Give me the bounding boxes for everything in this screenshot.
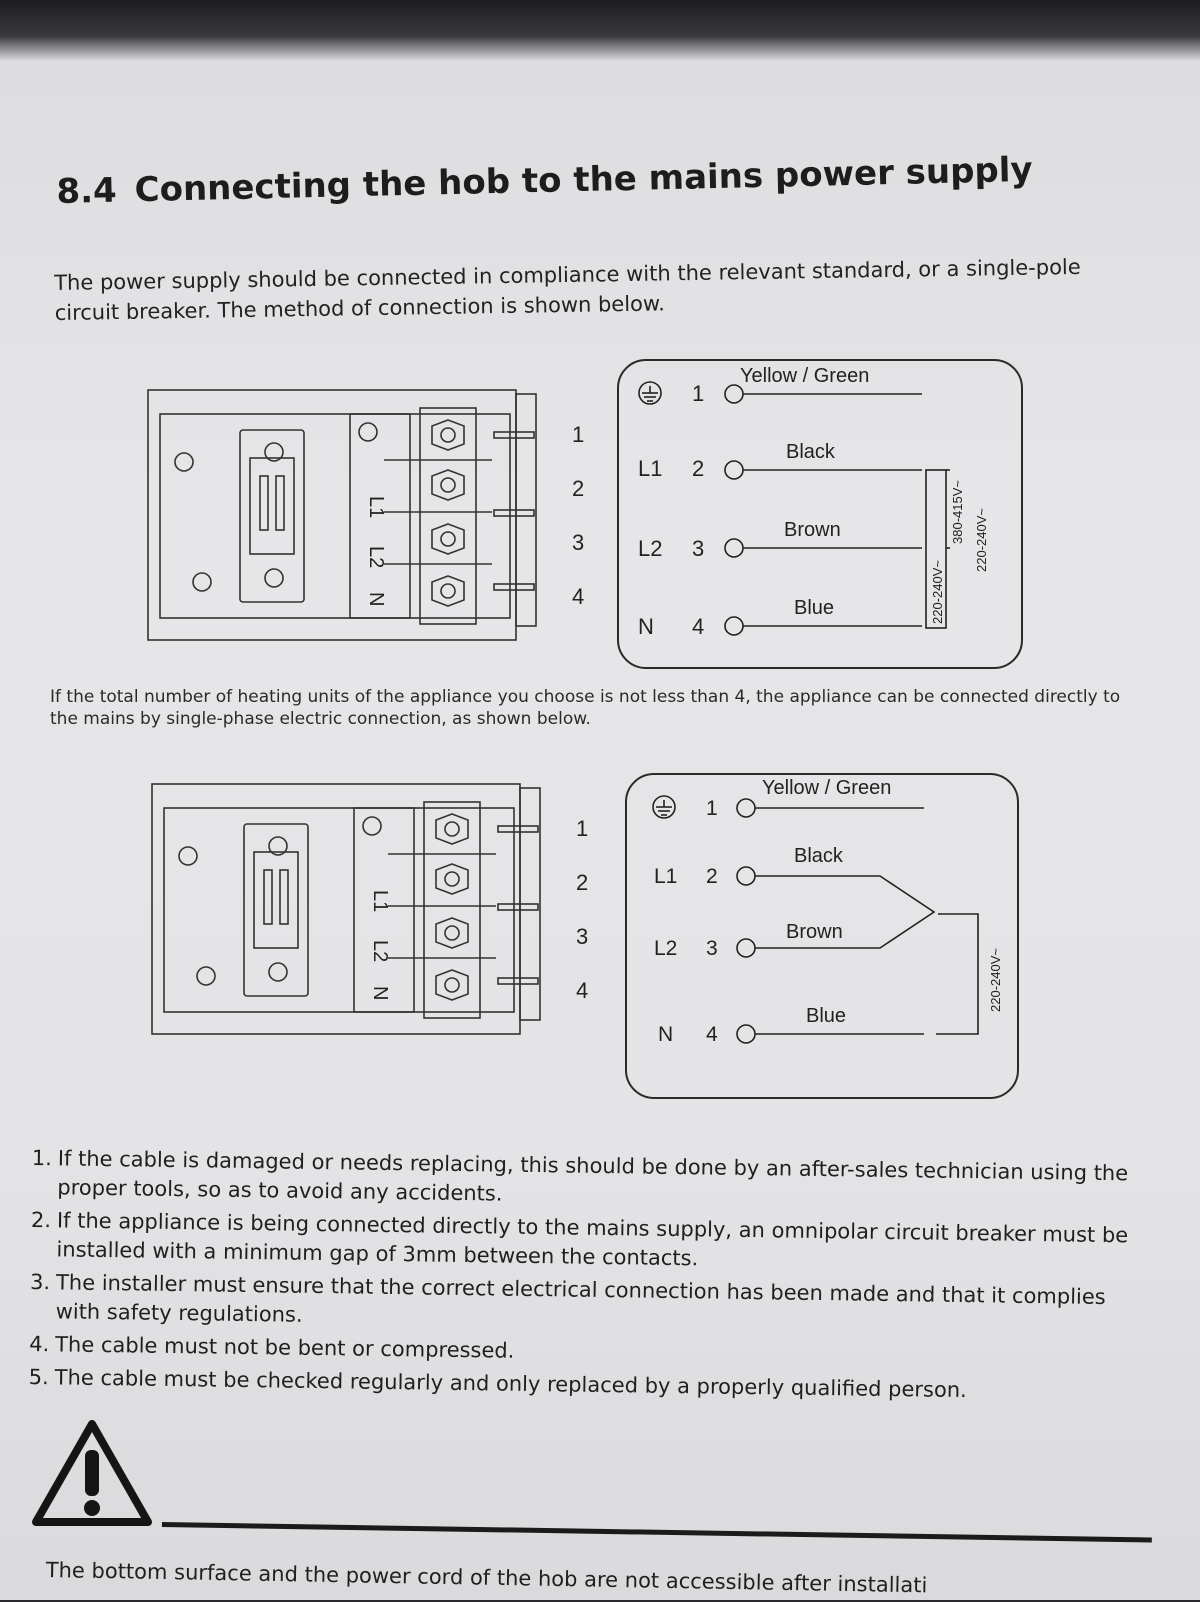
voltage-label-a: 220-240V~ (930, 560, 945, 624)
wire-num-2: 2 (692, 456, 704, 481)
wire2-color-brown: Brown (786, 921, 843, 943)
wire2-color-black: Black (794, 845, 844, 867)
voltage-label-single: 220-240V~ (988, 948, 1003, 1012)
wire-color-yellow-green: Yellow / Green (740, 365, 869, 387)
warning-triangle-icon (30, 1418, 154, 1534)
wiring-diagram-2: 1 L1 2 L2 3 N 4 Yellow / Green Black Bro… (624, 772, 1024, 1102)
list-item-text: The installer must ensure that the corre… (55, 1270, 1106, 1327)
earth-icon-2 (652, 795, 676, 819)
wire-num-3: 3 (692, 536, 704, 561)
block-number-3: 3 (572, 530, 584, 555)
block-number-1: 1 (572, 422, 584, 447)
wire-color-brown: Brown (784, 519, 841, 541)
wire2-num-2: 2 (706, 865, 718, 888)
terminal-block-diagram-2: L1 L2 N 1 2 3 4 (144, 780, 604, 1050)
wiring-diagram-1: 1 L1 2 L2 3 N 4 Yellow / Green Black Bro… (616, 358, 1026, 672)
wire2-label-n: N (658, 1023, 673, 1046)
block-label-l1: L1 (365, 496, 387, 518)
block-number-2: 2 (572, 476, 584, 501)
block2-number-4: 4 (576, 978, 588, 1003)
wire-label-l1: L1 (638, 456, 662, 481)
terminal-block-diagram-1: L1 L2 N 1 2 3 4 (140, 386, 600, 656)
earth-icon (638, 381, 662, 405)
wire2-num-3: 3 (706, 937, 718, 960)
block2-label-l1: L1 (369, 890, 391, 912)
hex-screws-2 (388, 813, 539, 1001)
terminal-block-svg-1: L1 L2 N 1 2 3 4 (147, 389, 584, 641)
block2-label-l2: L2 (369, 940, 391, 962)
wire-num-1: 1 (692, 381, 704, 406)
wire-num-4: 4 (692, 614, 704, 639)
list-item: 3.The installer must ensure that the cor… (29, 1268, 1150, 1342)
wire2-num-4: 4 (706, 1023, 718, 1046)
wire2-color-blue: Blue (806, 1005, 846, 1027)
block2-number-1: 1 (576, 816, 588, 841)
wire-color-blue: Blue (794, 597, 834, 619)
list-item-text: The cable must not be bent or compressed… (55, 1332, 515, 1363)
list-item-text: The cable must be checked regularly and … (54, 1365, 967, 1403)
block2-number-2: 2 (576, 870, 588, 895)
block2-number-3: 3 (576, 924, 588, 949)
section-number: 8.4 (56, 170, 118, 212)
list-item-number: 3. (29, 1269, 51, 1295)
wire2-label-l1: L1 (654, 865, 677, 888)
list-item-text: If the appliance is being connected dire… (56, 1208, 1129, 1271)
block-label-l2: L2 (365, 546, 387, 568)
list-item-number: 1. (31, 1145, 53, 1171)
wire-label-l2: L2 (638, 536, 662, 561)
terminal-block-svg-2: L1 L2 N 1 2 3 4 (151, 783, 588, 1035)
block2-label-n: N (369, 986, 391, 1000)
voltage-label-b: 380-415V~ (950, 480, 965, 544)
wire-label-n: N (638, 614, 654, 639)
block-number-4: 4 (572, 584, 584, 609)
safety-notes-list: 1.If the cable is damaged or needs repla… (28, 1144, 1151, 1412)
block-label-n: N (365, 592, 387, 606)
single-phase-note: If the total number of heating units of … (50, 687, 1121, 729)
list-item-number: 4. (29, 1331, 50, 1357)
list-item-number: 5. (28, 1364, 49, 1390)
list-item-number: 2. (30, 1207, 52, 1233)
wire2-num-1: 1 (706, 797, 718, 820)
wire2-label-l2: L2 (654, 937, 677, 960)
manual-page (0, 30, 1200, 1600)
hex-screws-1 (384, 419, 535, 607)
voltage-label-c: 220-240V~ (974, 508, 989, 572)
list-item: 2.If the appliance is being connected di… (30, 1206, 1151, 1280)
page-top-edge (0, 0, 1200, 60)
wire-color-black: Black (786, 441, 836, 463)
wire2-color-yellow-green: Yellow / Green (762, 777, 891, 799)
wiring-svg-1: 1 L1 2 L2 3 N 4 Yellow / Green Black Bro… (617, 359, 1023, 669)
wiring-svg-2: 1 L1 2 L2 3 N 4 Yellow / Green Black Bro… (625, 773, 1019, 1099)
